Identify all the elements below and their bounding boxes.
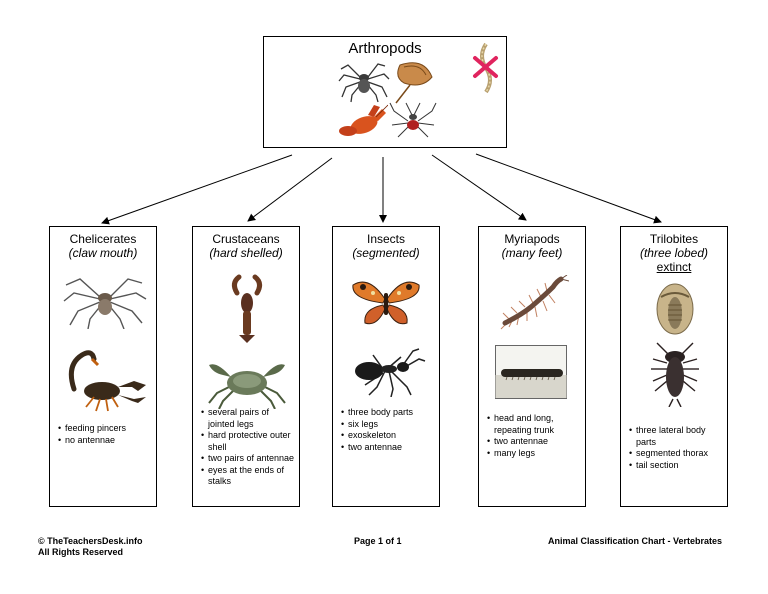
category-subtitle: (segmented) (352, 246, 420, 260)
ant-icon (355, 348, 426, 397)
fact-item: eyes at the ends of stalks (201, 465, 295, 488)
centipede-icon (500, 275, 569, 330)
fact-item: hard protective outer shell (201, 430, 295, 453)
lobster-icon (339, 104, 388, 136)
fact-item: two antennae (487, 436, 581, 448)
trilobite-icon (651, 342, 699, 407)
facts-list: feeding pincers no antennae (58, 423, 152, 446)
facts-list: several pairs of jointed legs hard prote… (201, 407, 295, 488)
category-title: Crustaceans (212, 232, 280, 246)
horseshoe-crab-icon (395, 62, 433, 104)
page-number: Page 1 of 1 (354, 536, 402, 546)
category-title: Insects (366, 232, 405, 246)
arrow-to-crustaceans (247, 157, 333, 222)
category-subtitle: (claw mouth) (68, 246, 138, 260)
fact-item: feeding pincers (58, 423, 152, 435)
myriapods-box: Myriapods (many feet) head and long, rep… (478, 226, 586, 507)
insects-box: Insects (segmented) three body parts six… (332, 226, 440, 507)
fact-item: head and long, repeating trunk (487, 413, 581, 436)
crustaceans-box: Crustaceans (hard shelled) several pairs… (192, 226, 300, 507)
root-title: Arthropods (348, 40, 422, 57)
extinct-label: extinct (656, 260, 692, 274)
crab-icon (208, 364, 286, 409)
category-subtitle: (three lobed) (639, 246, 709, 260)
category-title: Myriapods (504, 232, 560, 246)
facts-list: head and long, repeating trunk two anten… (487, 413, 581, 459)
facts-list: three body parts six legs exoskeleton tw… (341, 407, 435, 453)
spider-icon (63, 278, 147, 329)
arrow-to-chelicerates (101, 154, 293, 225)
category-title: Chelicerates (69, 232, 137, 246)
crossed-out-worm-icon (473, 42, 498, 94)
facts-list: three lateral body parts segmented thora… (629, 425, 723, 471)
arrow-to-myriapods (431, 154, 527, 221)
copyright-line: © TheTeachersDesk.info (38, 536, 143, 546)
fact-item: tail section (629, 460, 723, 472)
fact-item: exoskeleton (341, 430, 435, 442)
fact-item: several pairs of jointed legs (201, 407, 295, 430)
fact-item: two antennae (341, 442, 435, 454)
scorpion-icon (68, 350, 146, 412)
fact-item: many legs (487, 448, 581, 460)
fact-item: two pairs of antennae (201, 453, 295, 465)
spider-icon (338, 63, 390, 103)
arrow-to-trilobites (475, 153, 662, 224)
category-title: Trilobites (649, 232, 699, 246)
trilobite-fossil-icon (656, 283, 694, 335)
fact-item: three lateral body parts (629, 425, 723, 448)
category-subtitle: (many feet) (501, 246, 563, 260)
butterfly-icon (352, 281, 420, 325)
fact-item: segmented thorax (629, 448, 723, 460)
lobster-icon (231, 274, 263, 343)
trilobites-box: Trilobites (three lobed) extinct three l… (620, 226, 728, 507)
copyright-notice: © TheTeachersDesk.info All Rights Reserv… (38, 536, 143, 558)
millipede-icon (495, 345, 567, 399)
chart-caption: Animal Classification Chart - Vertebrate… (548, 536, 723, 546)
fact-item: no antennae (58, 435, 152, 447)
chelicerates-box: Chelicerates (claw mouth) feeding pincer… (49, 226, 157, 507)
arthropods-box: Arthropods (263, 36, 507, 148)
category-subtitle: (hard shelled) (209, 246, 283, 260)
fact-item: six legs (341, 419, 435, 431)
fact-item: three body parts (341, 407, 435, 419)
rights-line: All Rights Reserved (38, 547, 124, 557)
insect-icon (389, 102, 437, 138)
